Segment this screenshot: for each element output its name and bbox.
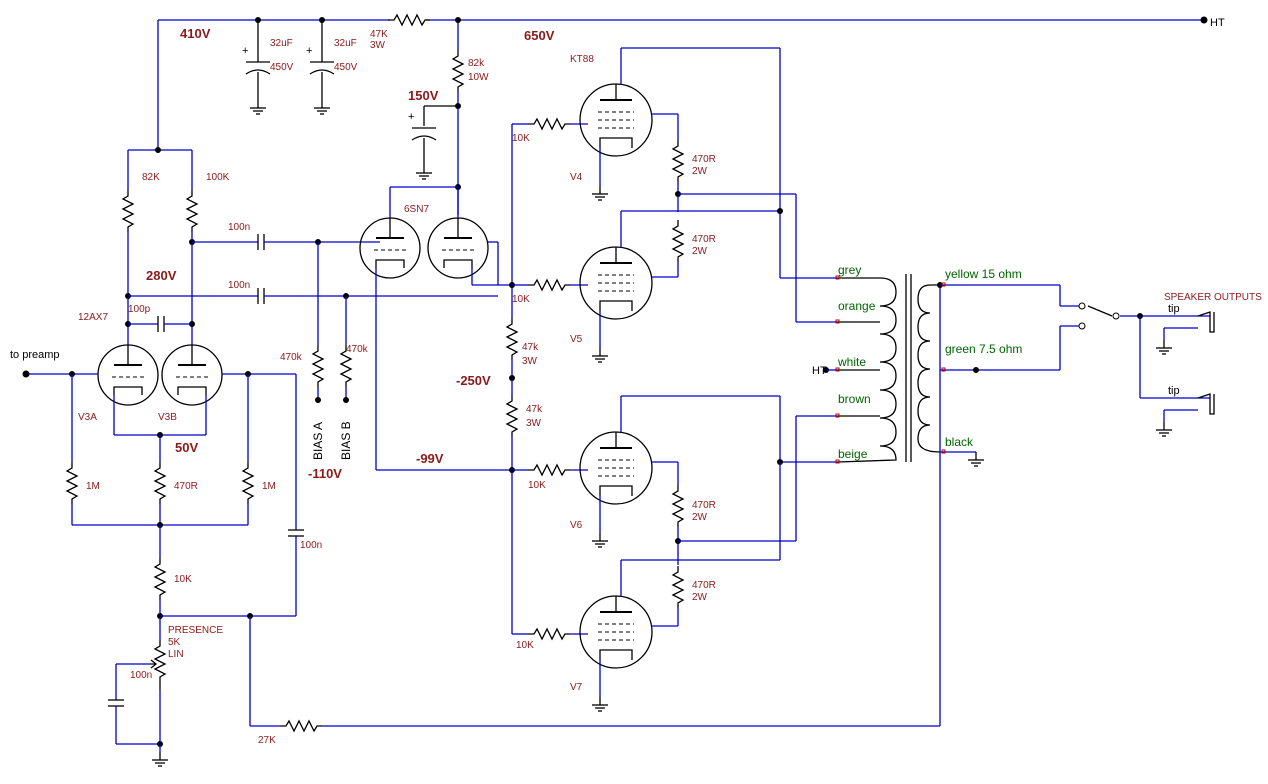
svg-text:+: + <box>408 111 414 123</box>
res-470r-v6-label: 470R <box>692 500 716 511</box>
cap-100p-label: 100p <box>128 304 151 315</box>
res-47k-mid-a-label: 47k <box>522 342 539 353</box>
res-82k-left-label: 82K <box>142 172 160 183</box>
res-470r-v7-watt: 2W <box>692 592 708 603</box>
wire-white-label: white <box>837 355 866 369</box>
voltage-neg110: -110V <box>308 466 342 481</box>
phase-inverter <box>22 147 940 767</box>
res-82k-top-watt: 10W <box>468 72 489 83</box>
driver-6sn7 <box>359 186 512 471</box>
res-1m-b-label: 1M <box>262 481 276 492</box>
presence-taper: LIN <box>168 649 184 660</box>
cap-100n-low-label: 100n <box>130 670 152 681</box>
terminal-markers <box>835 275 946 464</box>
bias-b-label: BIAS B <box>339 421 353 460</box>
wire-grey-label: grey <box>838 263 861 277</box>
cap-32uf-a-label: 32uF <box>270 38 293 49</box>
bias-a-label: BIAS A <box>311 422 325 460</box>
tube-12ax7-label: 12AX7 <box>78 312 108 323</box>
tube-v3a-label: V3A <box>78 412 97 423</box>
res-10k-v5-label: 10K <box>512 294 530 305</box>
res-10k-tail-label: 10K <box>174 574 192 585</box>
res-100k-label: 100K <box>206 172 230 183</box>
wire-orange-label: orange <box>838 299 876 313</box>
voltage-650: 650V <box>524 28 555 43</box>
res-470k-a-label: 470k <box>280 352 303 363</box>
res-1m-a-label: 1M <box>86 481 100 492</box>
res-47k-top-label: 47K <box>370 29 388 40</box>
cap-100n-a-label: 100n <box>228 222 250 233</box>
res-470r-v4-watt: 2W <box>692 166 708 177</box>
ht-label-mid: HT <box>812 365 827 377</box>
speaker-outputs-label: SPEAKER OUTPUTS <box>1164 292 1262 303</box>
filter-capacitors: + + + <box>242 20 458 180</box>
cap-100n-presence-label: 100n <box>300 540 322 551</box>
voltage-50: 50V <box>175 440 198 455</box>
res-470r-v7-label: 470R <box>692 580 716 591</box>
tip-a-label: tip <box>1168 303 1180 315</box>
tip-b-label: tip <box>1168 385 1180 397</box>
tube-6sn7-label: 6SN7 <box>404 204 429 215</box>
res-47k-mid-a-watt: 3W <box>522 356 538 367</box>
cap-32uf-b-voltage: 450V <box>334 62 358 73</box>
wire-brown-label: brown <box>838 392 871 406</box>
voltage-410: 410V <box>180 26 211 41</box>
voltage-neg99: -99V <box>416 451 444 466</box>
tube-v3b-label: V3B <box>158 412 177 423</box>
res-10k-v7-label: 10K <box>516 640 534 651</box>
presence-value: 5K <box>168 637 181 648</box>
output-stage <box>506 47 838 712</box>
tube-v7-label: V7 <box>570 682 583 693</box>
output-transformer <box>823 274 1215 726</box>
top-rail <box>157 14 1208 215</box>
bias-network <box>312 239 352 403</box>
res-10k-v4-label: 10K <box>512 133 530 144</box>
svg-text:+: + <box>242 45 248 57</box>
res-470r-v6-watt: 2W <box>692 512 708 523</box>
voltage-labels: 410V 650V 150V 280V 50V -110V -99V -250V <box>146 26 555 481</box>
res-470r-v4-label: 470R <box>692 154 716 165</box>
res-470r-v5-label: 470R <box>692 234 716 245</box>
wire-beige-label: beige <box>838 447 868 461</box>
res-47k-top-watt: 3W <box>370 40 386 51</box>
wire-yellow-label: yellow 15 ohm <box>945 267 1022 281</box>
presence-label: PRESENCE <box>168 625 223 636</box>
res-470r-v5-watt: 2W <box>692 246 708 257</box>
transformer-labels: grey orange white brown beige yellow 15 … <box>837 263 1022 461</box>
res-27k-label: 27K <box>258 735 276 746</box>
res-470r-tail-label: 470R <box>174 481 198 492</box>
res-82k-top-label: 82k <box>468 58 485 69</box>
wire-black-label: black <box>945 435 974 449</box>
voltage-neg250: -250V <box>456 373 491 388</box>
tube-kt88-label: KT88 <box>570 54 594 65</box>
voltage-280: 280V <box>146 268 177 283</box>
ht-label-top: HT <box>1210 17 1225 29</box>
to-preamp-label: to preamp <box>10 349 60 361</box>
voltage-150: 150V <box>408 88 439 103</box>
wire-green-label: green 7.5 ohm <box>945 342 1022 356</box>
svg-text:+: + <box>306 45 312 57</box>
tube-v4-label: V4 <box>570 172 583 183</box>
cap-100n-b-label: 100n <box>228 280 250 291</box>
tube-v6-label: V6 <box>570 520 583 531</box>
res-47k-mid-b-watt: 3W <box>526 418 542 429</box>
cap-32uf-b-label: 32uF <box>334 38 357 49</box>
cap-32uf-a-voltage: 450V <box>270 62 294 73</box>
component-labels: HT HT to preamp 32uF 450V 32uF 450V 47K … <box>10 17 1262 746</box>
res-47k-mid-b-label: 47k <box>526 404 543 415</box>
tube-v5-label: V5 <box>570 334 583 345</box>
res-470k-b-label: 470k <box>346 344 369 355</box>
res-10k-v6-label: 10K <box>528 480 546 491</box>
